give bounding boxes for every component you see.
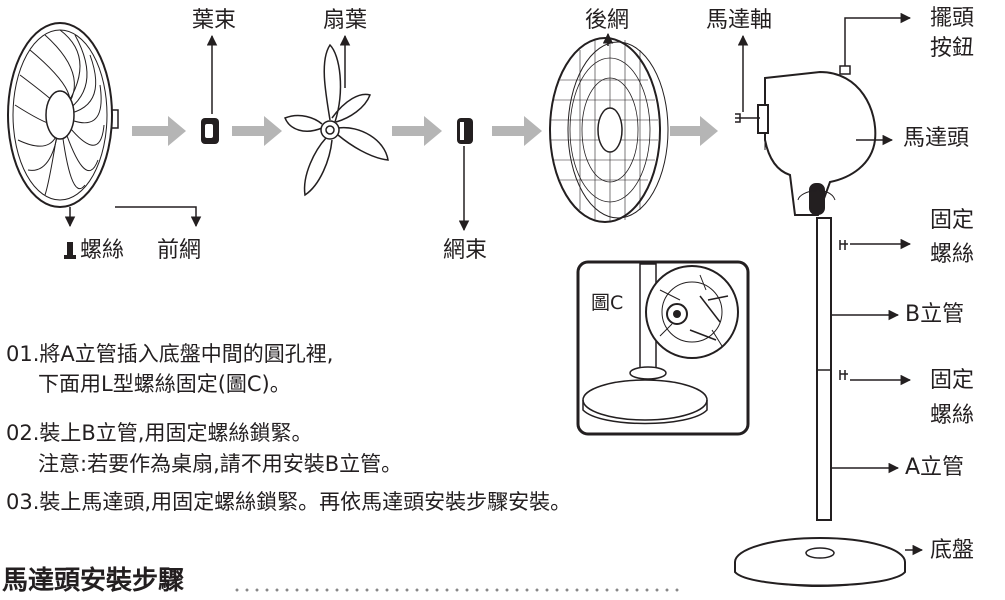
label-fix-screw-lower-2: 螺絲 [930,403,975,428]
title-dotted-rule [232,588,682,592]
label-oscillation-button-1: 擺頭 [930,6,975,31]
fan-stand-illustration [734,65,906,587]
label-screw: 螺絲 [80,238,125,263]
step-02-line2: 注意:若要作為桌扇,請不用安裝B立管。 [38,452,403,476]
label-pole-a: A立管 [905,455,965,480]
label-motor-shaft: 馬達軸 [706,8,773,33]
figure-c-label: 圖C [591,292,624,314]
label-fix-screw-lower-1: 固定 [930,368,975,393]
step-02-line1: 02.裝上B立管,用固定螺絲鎖緊。 [6,421,313,445]
label-pole-b: B立管 [905,302,965,327]
leaf-hub-illustration [201,118,219,144]
label-motor-head: 馬達頭 [903,126,970,151]
rear-grill-illustration [549,37,669,223]
section-title: 馬達頭安裝步驟 [2,566,185,596]
label-grill-hub: 網束 [443,238,488,263]
label-front-grill: 前網 [157,238,202,263]
figure-c-illustration [576,260,750,436]
label-blade: 扇葉 [323,8,368,33]
step-03-line1: 03.裝上馬達頭,用固定螺絲鎖緊。再依馬達頭安裝步驟安裝。 [6,490,572,514]
leader-lines [64,12,924,556]
label-base: 底盤 [930,538,975,563]
flow-arrows [132,116,718,146]
screw-icon [64,242,76,259]
blade-illustration [284,43,389,197]
label-fix-screw-upper-1: 固定 [930,208,975,233]
step-01-line1: 01.將A立管插入底盤中間的圓孔裡, [6,342,334,366]
label-fix-screw-upper-2: 螺絲 [930,242,975,267]
step-01-line2: 下面用L型螺絲固定(圖C)。 [38,372,291,396]
grill-hub-illustration [457,118,473,144]
label-leaf-hub: 葉束 [192,8,237,33]
label-oscillation-button-2: 按鈕 [930,36,975,61]
label-rear-grill: 後網 [585,8,630,33]
front-grill-illustration [7,22,119,208]
